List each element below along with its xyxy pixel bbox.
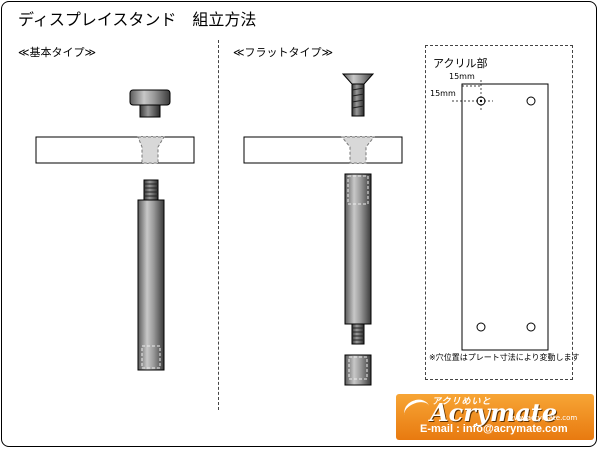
logo-name: Acrymate	[430, 398, 558, 427]
basic-stand-pole	[137, 179, 165, 371]
acrymate-logo: アクリめいと Acrymate www.acrymate.com E-mail …	[396, 394, 594, 440]
contact-email[interactable]: E-mail : info@acrymate.com	[420, 423, 568, 435]
flat-stand-pole	[344, 173, 372, 345]
acrylic-part-label: アクリル部	[433, 57, 488, 70]
basic-acrylic-plate	[35, 136, 195, 164]
logo-kana: アクリめいと	[432, 397, 492, 407]
hole-position-note: ※穴位置はプレート寸法により変動します	[429, 353, 580, 362]
logo-url[interactable]: www.acrymate.com	[508, 414, 578, 422]
page-title: ディスプレイスタンド 組立方法	[18, 10, 257, 29]
vertical-dimension-label: 15mm	[430, 89, 456, 98]
basic-cap-knob	[129, 89, 171, 118]
flat-type-label: ≪フラットタイプ≫	[233, 46, 334, 59]
flat-acrylic-plate	[243, 136, 403, 164]
acrylic-plate-outline	[461, 83, 549, 351]
acrylic-part-box	[425, 45, 573, 380]
flat-base-foot	[344, 354, 372, 386]
logo-swoosh-icon	[401, 396, 433, 425]
hole-dimension-lines	[452, 80, 493, 112]
basic-type-label: ≪基本タイプ≫	[18, 46, 97, 59]
flat-countersunk-screw	[341, 73, 375, 117]
section-divider	[218, 40, 219, 410]
horizontal-dimension-label: 15mm	[449, 72, 475, 81]
